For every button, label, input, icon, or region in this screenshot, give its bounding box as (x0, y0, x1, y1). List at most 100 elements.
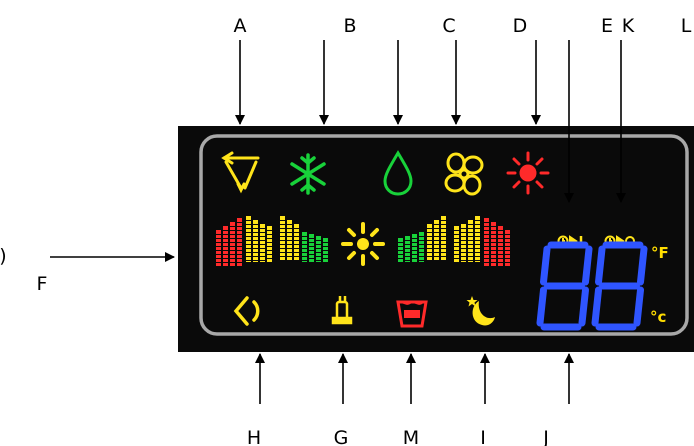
auto-mode-icon (221, 151, 260, 194)
speed-bar-gap (246, 220, 251, 221)
label-h: H (247, 427, 261, 446)
speed-bar-gap (280, 240, 285, 241)
speed-bar-gap (461, 244, 466, 245)
speed-bar-gap (216, 246, 221, 247)
speed-bar-gap (309, 254, 314, 255)
speed-bar-gap (237, 238, 242, 239)
speed-bar-gap (405, 240, 410, 241)
speed-bar-gap (287, 252, 292, 253)
speed-bar-gap (267, 258, 272, 259)
speed-bar-gap (287, 256, 292, 257)
speed-bar-gap (309, 258, 314, 259)
speed-bar-gap (419, 252, 424, 253)
speed-bar-gap (468, 252, 473, 253)
label-g: G (334, 427, 349, 446)
speed-bar-gap (484, 238, 489, 239)
speed-bar-gap (484, 234, 489, 235)
speed-bar-gap (260, 260, 265, 261)
speed-bar-gap (237, 258, 242, 259)
speed-bar-gap (434, 232, 439, 233)
speed-bar-gap (434, 224, 439, 225)
speed-bar-gap (461, 232, 466, 233)
speed-bar-gap (491, 254, 496, 255)
speed-bar-gap (505, 262, 510, 263)
speed-bar-gap (441, 252, 446, 253)
speed-bar-gap (246, 260, 251, 261)
speed-bar-gap (309, 246, 314, 247)
speed-bar-gap (461, 260, 466, 261)
speed-bar-gap (302, 240, 307, 241)
speed-bar-gap (223, 238, 228, 239)
speed-bar-gap (412, 242, 417, 243)
speed-bar-gap (253, 260, 258, 261)
speed-bar (280, 216, 285, 260)
speed-bar-gap (253, 224, 258, 225)
speed-bar-gap (412, 258, 417, 259)
speed-bar-gap (405, 260, 410, 261)
speed-bar-gap (323, 250, 328, 251)
speed-bar-gap (287, 236, 292, 237)
speed-bar-gap (434, 256, 439, 257)
speed-bar-gap (280, 236, 285, 237)
speed-bar-gap (253, 248, 258, 249)
speed-bar-gap (253, 244, 258, 245)
speed-bar-gap (237, 222, 242, 223)
speed-bar-gap (246, 240, 251, 241)
speed-bar-gap (398, 250, 403, 251)
moon-sleep-icon (466, 296, 495, 326)
speed-bar-gap (468, 256, 473, 257)
speed-bar-gap (237, 254, 242, 255)
speed-bar-gap (468, 228, 473, 229)
speed-bar-gap (505, 242, 510, 243)
speed-bar-gap (246, 244, 251, 245)
speed-bar-gap (475, 244, 480, 245)
speed-bar-gap (316, 252, 321, 253)
speed-bar-gap (498, 254, 503, 255)
speed-bar (475, 216, 480, 262)
speed-bar-gap (280, 228, 285, 229)
speed-bar-gap (237, 230, 242, 231)
speed-bar-gap (260, 232, 265, 233)
speed-bar-gap (484, 222, 489, 223)
speed-bar-gap (260, 248, 265, 249)
speed-bar-gap (475, 228, 480, 229)
label-j: J (542, 427, 549, 446)
speed-bar-gap (412, 246, 417, 247)
speed-bar-gap (419, 256, 424, 257)
speed-bar-gap (484, 246, 489, 247)
speed-bar-gap (260, 240, 265, 241)
speed-bar-gap (294, 228, 299, 229)
speed-bar-gap (309, 238, 314, 239)
seven-segment-display (536, 241, 648, 331)
speed-bar-gap (461, 248, 466, 249)
speed-bar-gap (475, 232, 480, 233)
speed-bar-gap (427, 248, 432, 249)
speed-bar-gap (280, 224, 285, 225)
speed-bar-gap (280, 244, 285, 245)
speed-bar-gap (484, 230, 489, 231)
display-segment (536, 286, 547, 327)
display-segment (637, 245, 648, 286)
fan-speed-bars-left (216, 216, 328, 266)
speed-bar-gap (484, 226, 489, 227)
speed-bar-gap (498, 246, 503, 247)
speed-bar-gap (441, 236, 446, 237)
speed-bar-gap (441, 224, 446, 225)
speed-bar-gap (237, 234, 242, 235)
speed-bar-gap (427, 240, 432, 241)
speed-bar-gap (309, 242, 314, 243)
speed-bar-gap (468, 248, 473, 249)
speed-bar-gap (491, 258, 496, 259)
speed-bar-gap (294, 244, 299, 245)
speed-bar-gap (260, 228, 265, 229)
speed-bar (267, 226, 272, 262)
speed-bar-gap (475, 240, 480, 241)
speed-bar-gap (427, 244, 432, 245)
speed-bar-gap (294, 240, 299, 241)
speed-bar-gap (267, 246, 272, 247)
speed-bar-gap (230, 226, 235, 227)
speed-bar-gap (398, 242, 403, 243)
speed-bar-gap (260, 244, 265, 245)
snowflake-cool-icon (290, 153, 326, 195)
